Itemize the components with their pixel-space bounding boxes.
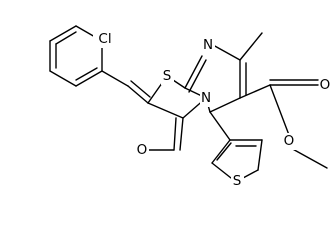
ester-o-ether-label-bg bbox=[283, 133, 296, 150]
exocyclic-double-bond-2 bbox=[130, 80, 151, 98]
ester-c-o-single-bond bbox=[269, 84, 290, 136]
c8a-n-double-bond bbox=[188, 59, 207, 93]
benzene-bond bbox=[49, 70, 77, 87]
bond-layer bbox=[49, 25, 328, 179]
ketone-o-label-bg bbox=[136, 141, 149, 158]
benzene-bond bbox=[75, 70, 103, 87]
c6-ester-c-bond bbox=[239, 84, 271, 99]
thiazole-sulfur: S bbox=[163, 68, 172, 84]
thiophene-sulfur: S bbox=[233, 173, 242, 189]
ester-ether-oxygen: O bbox=[284, 133, 295, 149]
thiophene-bond bbox=[211, 139, 231, 164]
c3-c2-bond bbox=[147, 102, 184, 119]
c3-o-double-bond bbox=[179, 117, 184, 151]
ester-o-carbonyl-label-bg bbox=[319, 76, 332, 93]
chlorine-label-bg bbox=[93, 31, 117, 48]
ketone-oxygen: O bbox=[137, 142, 148, 158]
methyl-bond bbox=[239, 32, 263, 61]
n-fused-label-bg bbox=[200, 90, 213, 107]
thiophene-s-label-bg bbox=[231, 172, 244, 189]
thiophene-bond bbox=[242, 169, 259, 179]
o-methyl-bond bbox=[288, 146, 328, 169]
thiophene-bond bbox=[211, 162, 232, 179]
thiophene-bond bbox=[257, 139, 263, 171]
atom-label-layer: Cl N S N O O O S bbox=[93, 31, 332, 189]
benzene-bond bbox=[49, 25, 77, 42]
chemical-structure-diagram: Cl N S N O O O S bbox=[49, 25, 332, 189]
ring-nitrogen-fused: N bbox=[201, 90, 211, 106]
ring-nitrogen-top: N bbox=[203, 37, 213, 53]
thiophene-inner-bond bbox=[216, 142, 232, 161]
structure-canvas: Cl N S N O O O S bbox=[49, 25, 332, 189]
n-top-label-bg bbox=[202, 37, 215, 54]
c5-thiophene-bond bbox=[209, 111, 231, 141]
chlorine-atom: Cl bbox=[98, 31, 111, 47]
benzene-inner-bond bbox=[55, 31, 77, 45]
benzene-inner-bond bbox=[75, 67, 98, 81]
c3-o-double-bond-2 bbox=[173, 117, 177, 151]
ester-carbonyl-oxygen: O bbox=[320, 77, 331, 93]
n-c7-bond bbox=[212, 44, 241, 61]
c8a-n-bond bbox=[184, 55, 203, 89]
thiazole-s-label-bg bbox=[161, 68, 174, 85]
exocyclic-double-bond bbox=[127, 85, 149, 104]
benzyl-bond bbox=[101, 70, 129, 87]
c6-c5-bond bbox=[209, 97, 241, 113]
